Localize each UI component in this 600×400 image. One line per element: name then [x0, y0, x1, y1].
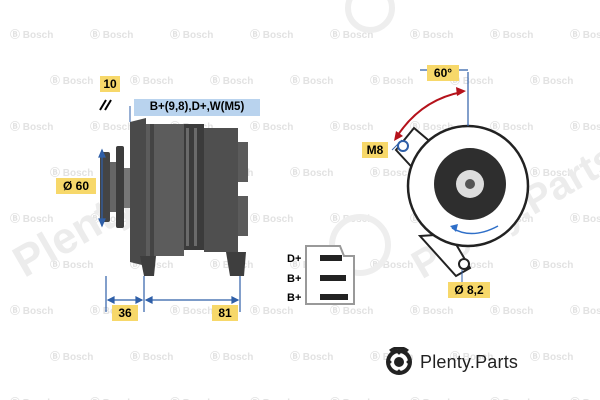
- watermark-tile-text: Ⓑ Bosch: [90, 28, 133, 41]
- watermark-tile-text: Ⓑ Bosch: [130, 74, 173, 87]
- mount-hole-icon: [458, 258, 470, 270]
- watermark-tile-text: Ⓑ Bosch: [410, 28, 453, 41]
- watermark-tile-text: Ⓑ Bosch: [90, 120, 133, 133]
- watermark-seal-icon: [345, 0, 395, 33]
- spacer-count-tag: 10: [100, 76, 120, 92]
- brake-disc-icon: [386, 347, 412, 375]
- terminals-tag: B+(9,8),D+,W(M5): [134, 99, 260, 116]
- thread-tag: M8: [362, 142, 388, 158]
- watermark-tile-text: Ⓑ Bosch: [570, 212, 600, 225]
- terminal-row-label: B+: [287, 292, 302, 304]
- watermark-tile-text: Ⓑ Bosch: [170, 304, 213, 317]
- watermark-tile-text: Ⓑ Bosch: [250, 28, 293, 41]
- watermark-tile-text: Ⓑ Bosch: [530, 166, 573, 179]
- watermark-tile-text: Ⓑ Bosch: [450, 350, 493, 363]
- angle-arc-icon: [395, 91, 463, 139]
- stator-icon: [184, 124, 204, 250]
- watermark-tile-text: Ⓑ Bosch: [10, 304, 53, 317]
- watermark-tile-text: Ⓑ Bosch: [570, 120, 600, 133]
- watermark-tile-text: Ⓑ Bosch: [290, 166, 333, 179]
- watermark-tile-text: Ⓑ Bosch: [50, 74, 93, 87]
- watermark-tile-text: Ⓑ Bosch: [490, 304, 533, 317]
- watermark-tile-text: Ⓑ Bosch: [50, 258, 93, 271]
- watermark-tile-text: Ⓑ Bosch: [330, 304, 373, 317]
- terminal-pin-icon: [320, 275, 346, 281]
- watermark-tile-text: Ⓑ Bosch: [450, 74, 493, 87]
- watermark-tile-text: Ⓑ Bosch: [330, 396, 373, 400]
- watermark-tile-text: Ⓑ Bosch: [410, 396, 453, 400]
- watermark-tile-text: Ⓑ Bosch: [10, 28, 53, 41]
- watermark-tile-text: Ⓑ Bosch: [250, 212, 293, 225]
- watermark-tile-text: Ⓑ Bosch: [50, 350, 93, 363]
- watermark-tile-text: Ⓑ Bosch: [250, 396, 293, 400]
- watermark-tile-text: Ⓑ Bosch: [530, 258, 573, 271]
- mount-hole-icon: [397, 140, 409, 152]
- mount-angle-tag: 60°: [427, 65, 459, 81]
- watermark-tile-text: Ⓑ Bosch: [10, 120, 53, 133]
- watermark-tile-text: Ⓑ Bosch: [250, 304, 293, 317]
- watermark-tile-text: Ⓑ Bosch: [10, 212, 53, 225]
- rear-housing-icon: [204, 128, 248, 276]
- terminal-pin-icon: [320, 255, 342, 261]
- watermark-tile-text: Ⓑ Bosch: [290, 74, 333, 87]
- brand-name: Plenty.Parts: [420, 351, 519, 372]
- watermark-tile-text: Ⓑ Bosch: [170, 396, 213, 400]
- watermark-tile-text: Ⓑ Bosch: [490, 120, 533, 133]
- watermark-tile-text: Ⓑ Bosch: [530, 74, 573, 87]
- watermark-tile-text: Ⓑ Bosch: [570, 396, 600, 400]
- watermark-tile-text: Ⓑ Bosch: [170, 28, 213, 41]
- watermark-tile-text: Ⓑ Bosch: [290, 350, 333, 363]
- watermark-tile-text: Ⓑ Bosch: [50, 166, 93, 179]
- watermark-tile-text: Ⓑ Bosch: [530, 350, 573, 363]
- terminal-row-label: D+: [287, 253, 302, 265]
- watermark-tile-text: Ⓑ Bosch: [90, 396, 133, 400]
- watermark-tile-text: Ⓑ Bosch: [410, 304, 453, 317]
- dimension-lines: [98, 148, 241, 312]
- watermark-tile-text: Ⓑ Bosch: [570, 28, 600, 41]
- front-housing-icon: [130, 118, 184, 276]
- watermark-tile-text: Ⓑ Bosch: [490, 28, 533, 41]
- terminal-pin-icon: [320, 294, 348, 300]
- watermark-tile-text: Ⓑ Bosch: [370, 74, 413, 87]
- spacer-hatch-icon: [99, 99, 112, 111]
- watermark-tile-text: Ⓑ Bosch: [330, 120, 373, 133]
- watermark-tile-text: Ⓑ Bosch: [210, 350, 253, 363]
- watermark-tile-text: Ⓑ Bosch: [130, 350, 173, 363]
- watermark-tile-text: Ⓑ Bosch: [210, 74, 253, 87]
- hole-diameter-tag: Ø 8,2: [448, 282, 490, 298]
- dim-left-tag: 36: [112, 305, 138, 321]
- watermark-tile-text: Ⓑ Bosch: [410, 120, 453, 133]
- dim-right-tag: 81: [212, 305, 238, 321]
- watermark-tile-text: Ⓑ Bosch: [570, 304, 600, 317]
- watermark-tile-text: Ⓑ Bosch: [250, 120, 293, 133]
- brand-logo: Plenty.Parts: [384, 346, 518, 378]
- watermark-tile-text: Ⓑ Bosch: [10, 396, 53, 400]
- watermark-tile-text: Ⓑ Bosch: [370, 166, 413, 179]
- terminal-row-label: B+: [287, 273, 302, 285]
- pulley-diameter-tag: Ø 60: [56, 178, 96, 194]
- watermark-tile-text: Ⓑ Bosch: [490, 396, 533, 400]
